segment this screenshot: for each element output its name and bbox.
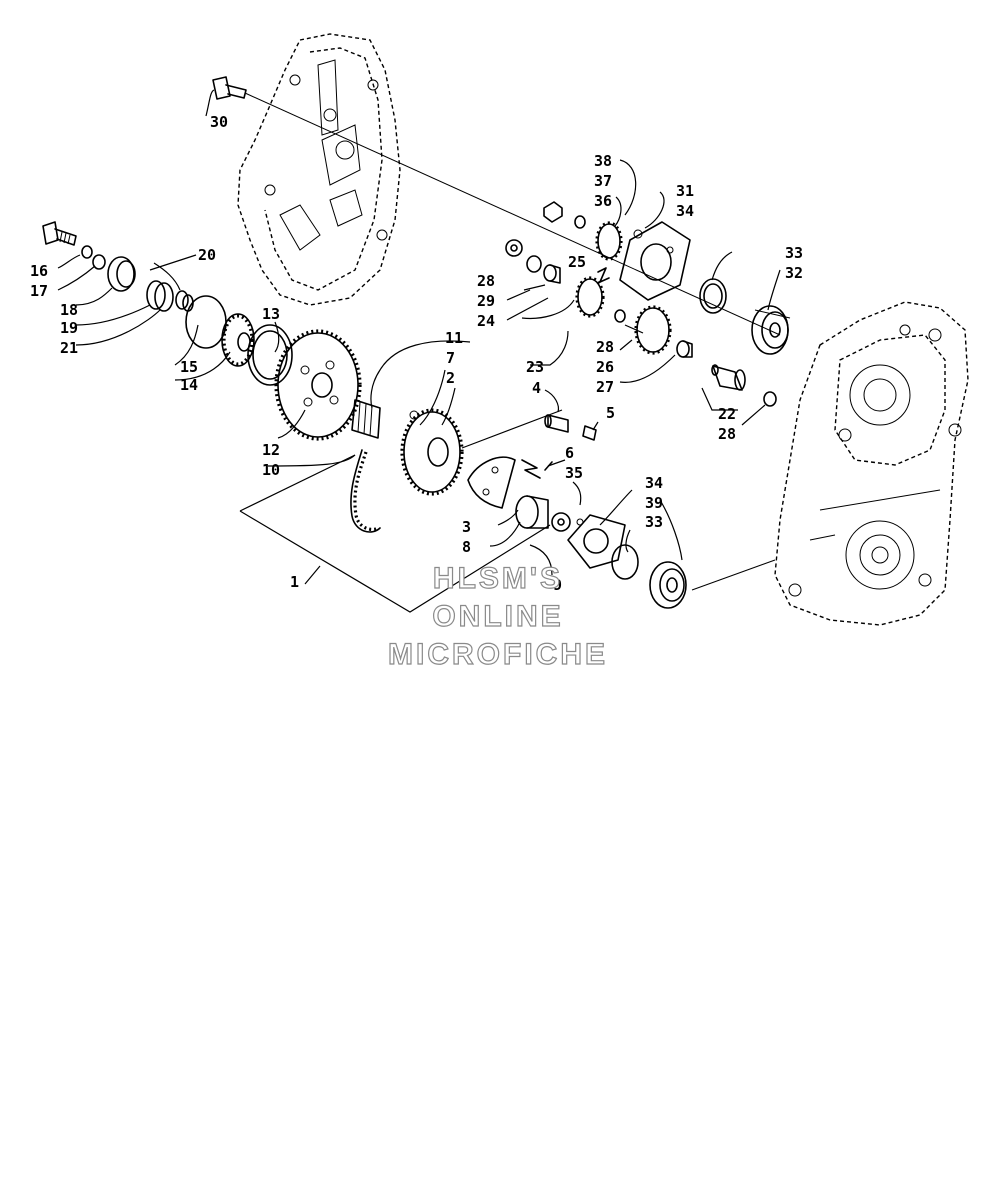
- callout-16: 16: [30, 262, 48, 280]
- assembly-axis-lines: [244, 92, 781, 591]
- callout-33-upper: 33: [785, 244, 803, 262]
- callout-37: 37: [594, 172, 612, 190]
- upper-shaft-stack: [505, 239, 626, 323]
- callout-numbers: 30 38 37 36 31 34 33 32 20 16 17 28 29 2…: [30, 113, 803, 594]
- callout-29: 29: [477, 292, 495, 310]
- callout-26: 26: [596, 358, 614, 376]
- callout-19: 19: [60, 319, 78, 337]
- callout-11: 11: [445, 329, 463, 347]
- callout-28-lower: 28: [718, 425, 736, 443]
- lower-bearing-flange: [567, 514, 687, 609]
- callout-15: 15: [180, 358, 198, 376]
- callout-7: 7: [446, 349, 455, 367]
- watermark: HLSM'S ONLINE MICROFICHE: [387, 561, 608, 671]
- callout-33-lower: 33: [645, 513, 663, 531]
- watermark-line-2: ONLINE: [432, 600, 563, 633]
- callout-28-upper: 28: [477, 272, 495, 290]
- leader-lines: [57, 89, 781, 613]
- tensioner-bolt-assembly: [42, 221, 194, 312]
- callout-4: 4: [532, 379, 541, 397]
- callout-35: 35: [565, 464, 583, 482]
- callout-38: 38: [594, 152, 612, 170]
- callout-24: 24: [477, 312, 495, 330]
- drive-chain: [350, 449, 381, 533]
- callout-25: 25: [568, 253, 586, 271]
- callout-21: 21: [60, 339, 78, 357]
- bevel-gear-stack: [185, 295, 293, 386]
- callout-12: 12: [262, 441, 280, 459]
- chaincase-cover: [237, 33, 401, 306]
- callout-22: 22: [718, 405, 736, 423]
- callout-10: 10: [262, 461, 280, 479]
- callout-2: 2: [446, 369, 455, 387]
- reverse-shaft-stack: [634, 305, 777, 407]
- callout-20: 20: [198, 246, 216, 264]
- chain-tensioner: [467, 456, 571, 532]
- watermark-line-1: HLSM'S: [433, 562, 563, 595]
- callout-34-lower: 34: [645, 474, 663, 492]
- callout-1: 1: [290, 573, 299, 591]
- cover-bolt: [212, 76, 247, 100]
- callout-30: 30: [210, 113, 228, 131]
- driven-sprocket: [274, 329, 362, 441]
- watermark-line-3: MICROFICHE: [388, 638, 608, 671]
- callout-36: 36: [594, 192, 612, 210]
- callout-14: 14: [180, 376, 198, 394]
- callout-28-middle: 28: [596, 338, 614, 356]
- drive-sprocket: [351, 399, 464, 496]
- callout-31: 31: [676, 182, 694, 200]
- callout-17: 17: [30, 282, 48, 300]
- upper-bearing: [699, 278, 791, 355]
- callout-34-upper: 34: [676, 202, 694, 220]
- callout-39: 39: [645, 494, 663, 512]
- callout-9: 9: [553, 576, 562, 594]
- upper-bearing-cap: [543, 201, 691, 301]
- tensioner-pin: [544, 414, 597, 441]
- callout-3: 3: [462, 518, 471, 536]
- transmission-case: [774, 301, 969, 626]
- callout-5: 5: [606, 404, 615, 422]
- callout-6: 6: [565, 444, 574, 462]
- callout-18: 18: [60, 301, 78, 319]
- callout-27: 27: [596, 378, 614, 396]
- callout-23: 23: [526, 358, 544, 376]
- callout-8: 8: [462, 538, 471, 556]
- callout-32: 32: [785, 264, 803, 282]
- callout-13: 13: [262, 305, 280, 323]
